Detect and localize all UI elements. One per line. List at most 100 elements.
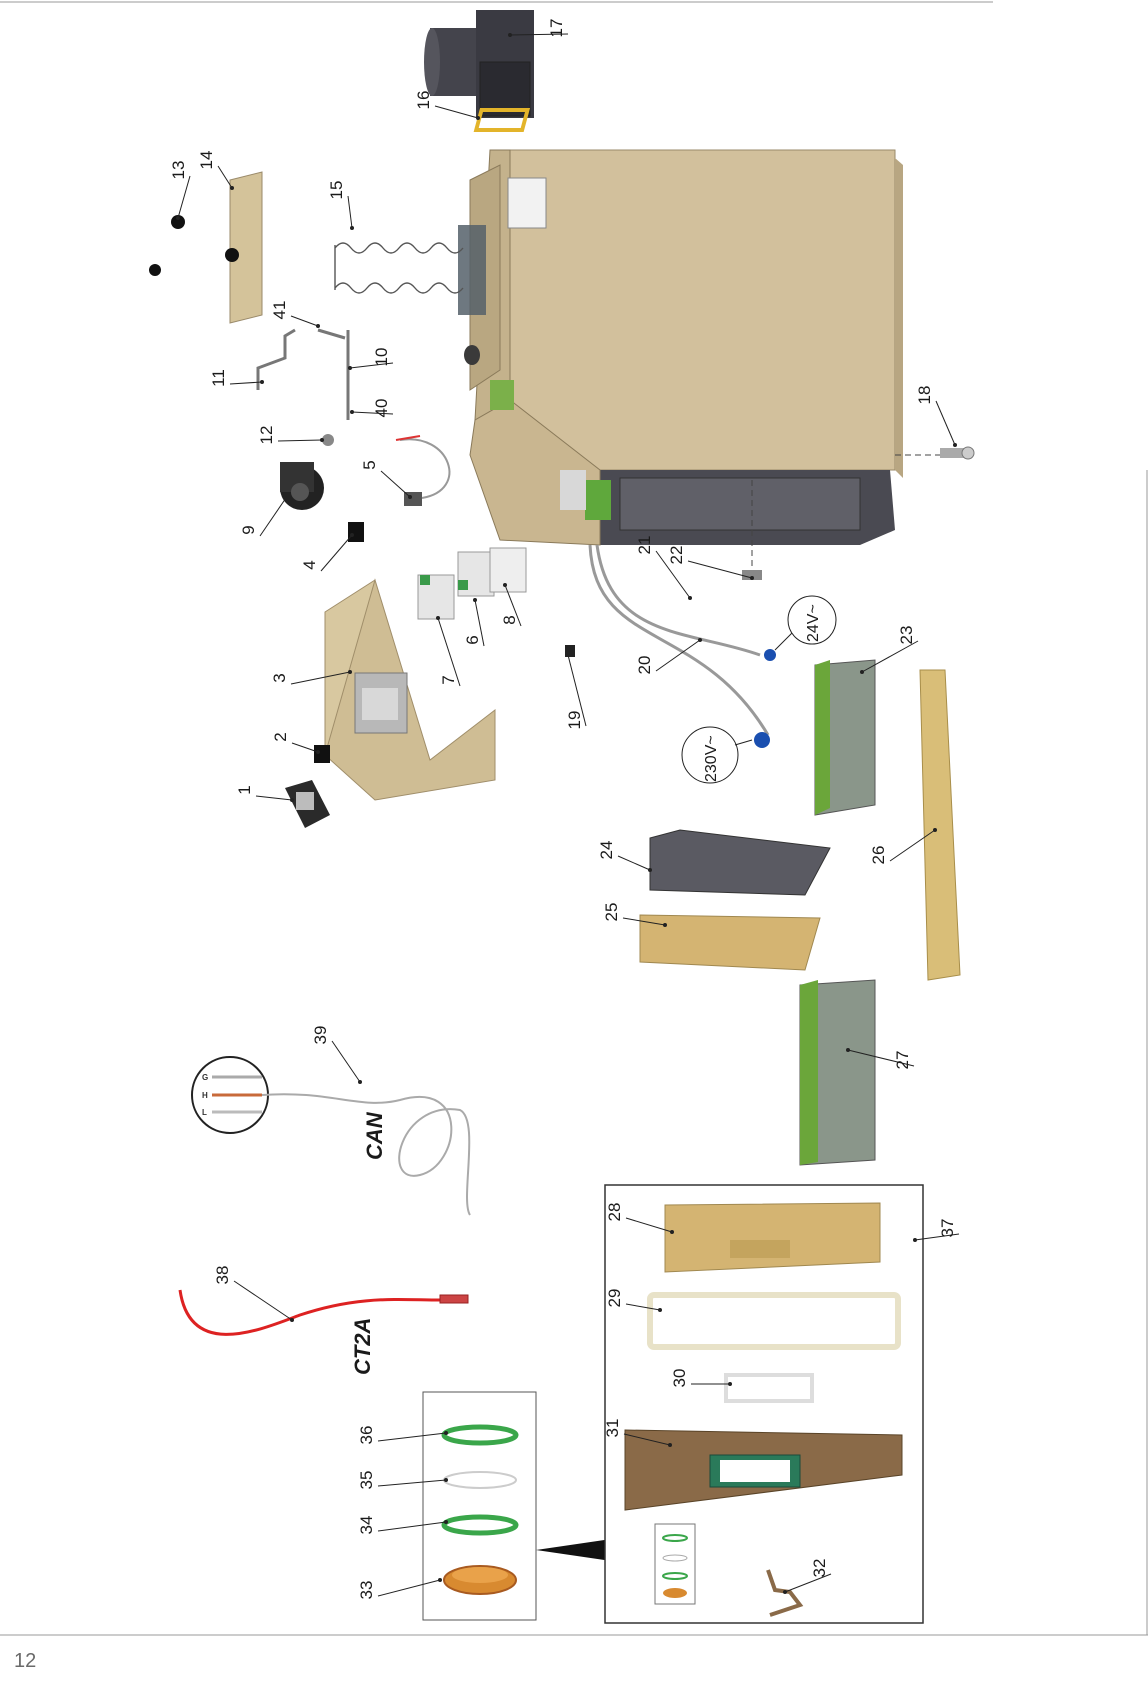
callout-41-dot [316,324,320,328]
callout-33-dot [438,1578,442,1582]
part-kit-contents [624,1202,903,1617]
part-base-plate [649,829,831,896]
callout-33: 33 [357,1578,442,1599]
callout-34: 34 [357,1516,448,1535]
callout-7-dot [436,616,440,620]
part-seals [441,1424,519,1595]
callout-24-leader [617,855,651,871]
callout-35: 35 [357,1471,448,1489]
callout-15-leader [347,195,353,229]
callout-6-number: 6 [463,635,482,644]
callout-41-number: 41 [270,301,289,320]
callout-32-number: 32 [810,1559,829,1578]
callout-34-dot [444,1520,448,1524]
part-pin [322,434,334,446]
callout-22: 22 [667,546,754,580]
callout-31-number: 31 [603,1419,622,1438]
callout-29: 29 [605,1289,662,1312]
callout-20-leader [655,639,701,672]
callout-16-dot [476,116,480,120]
callout-39-number: 39 [311,1026,330,1045]
callout-5-leader [380,470,411,498]
callout-19-number: 19 [565,711,584,730]
callout-21: 21 [635,536,692,600]
callout-34-number: 34 [357,1516,376,1535]
callout-layer: 1234567891011121314151617181920212223242… [169,19,960,1599]
callout-27-leader [847,1049,915,1067]
callout-22-dot [750,576,754,580]
part-foot [940,446,975,460]
callout-2-number: 2 [271,732,290,741]
part-springs [334,242,464,294]
callout-4-dot [350,533,354,537]
callout-18: 18 [915,386,957,447]
callout-14-dot [230,186,234,190]
voltage-tag-24v [787,595,837,645]
callout-12-leader [277,439,323,442]
callout-36: 36 [357,1426,448,1445]
callout-32-leader [784,1573,832,1593]
callout-15: 15 [327,181,354,230]
callout-39-dot [358,1080,362,1084]
callout-22-number: 22 [667,546,686,565]
can-wire-l: L [202,1108,207,1117]
callout-31-dot [668,1443,672,1447]
callout-26-dot [933,828,937,832]
callout-16-leader [434,105,479,119]
part-power-cables [588,544,770,736]
part-knob-spare [149,264,161,276]
callout-25: 25 [602,903,667,927]
part-flue-gasket [473,108,531,132]
callout-4-leader [320,534,353,572]
callout-38-leader [233,1280,293,1321]
callout-24-dot [648,868,652,872]
part-ct2a-cable [178,1289,469,1336]
callout-3: 3 [270,670,352,685]
callout-17: 17 [508,19,569,37]
callout-26-leader [889,829,936,862]
callout-14-leader [217,165,233,189]
callout-25-number: 25 [602,903,621,922]
ct2a-label: CT2A [350,1318,375,1375]
callout-41-leader [290,315,319,327]
callout-12: 12 [257,426,324,445]
callout-15-dot [350,226,354,230]
callout-21-leader [655,550,691,599]
callout-37-number: 37 [938,1219,957,1238]
callout-31: 31 [603,1419,672,1447]
part-control-display [285,780,330,828]
callout-35-leader [377,1479,447,1487]
callout-32: 32 [783,1559,832,1594]
callout-40: 40 [350,399,394,417]
callout-34-leader [377,1521,447,1532]
callout-27-number: 27 [893,1051,912,1070]
part-230v-plug [754,732,770,748]
callout-23: 23 [860,626,919,674]
can-wire-h: H [202,1091,208,1100]
part-top-lid [229,171,263,324]
callout-28-dot [670,1230,674,1234]
callout-2-dot [316,750,320,754]
callout-40-dot [350,410,354,414]
callout-6-leader [474,599,485,647]
callout-36-number: 36 [357,1426,376,1445]
part-bracket [742,570,762,580]
callout-3-number: 3 [270,673,289,682]
callout-40-leader [351,411,394,415]
callout-23-leader [861,640,919,673]
callout-20: 20 [635,638,702,674]
callout-12-number: 12 [257,426,276,445]
callout-8: 8 [500,583,522,627]
voltage-tag-24v-text: 24V~ [805,604,822,642]
callout-13-number: 13 [169,161,188,180]
callout-37-dot [913,1238,917,1242]
voltage-tag-230v-arrow [734,739,753,746]
callout-29-leader [625,1303,661,1311]
callout-26: 26 [869,828,937,864]
callout-7-leader [437,617,461,687]
voltage-tag-230v [681,726,739,784]
part-24v-plug [764,649,776,661]
callout-1-leader [255,795,293,801]
callout-15-number: 15 [327,181,346,200]
